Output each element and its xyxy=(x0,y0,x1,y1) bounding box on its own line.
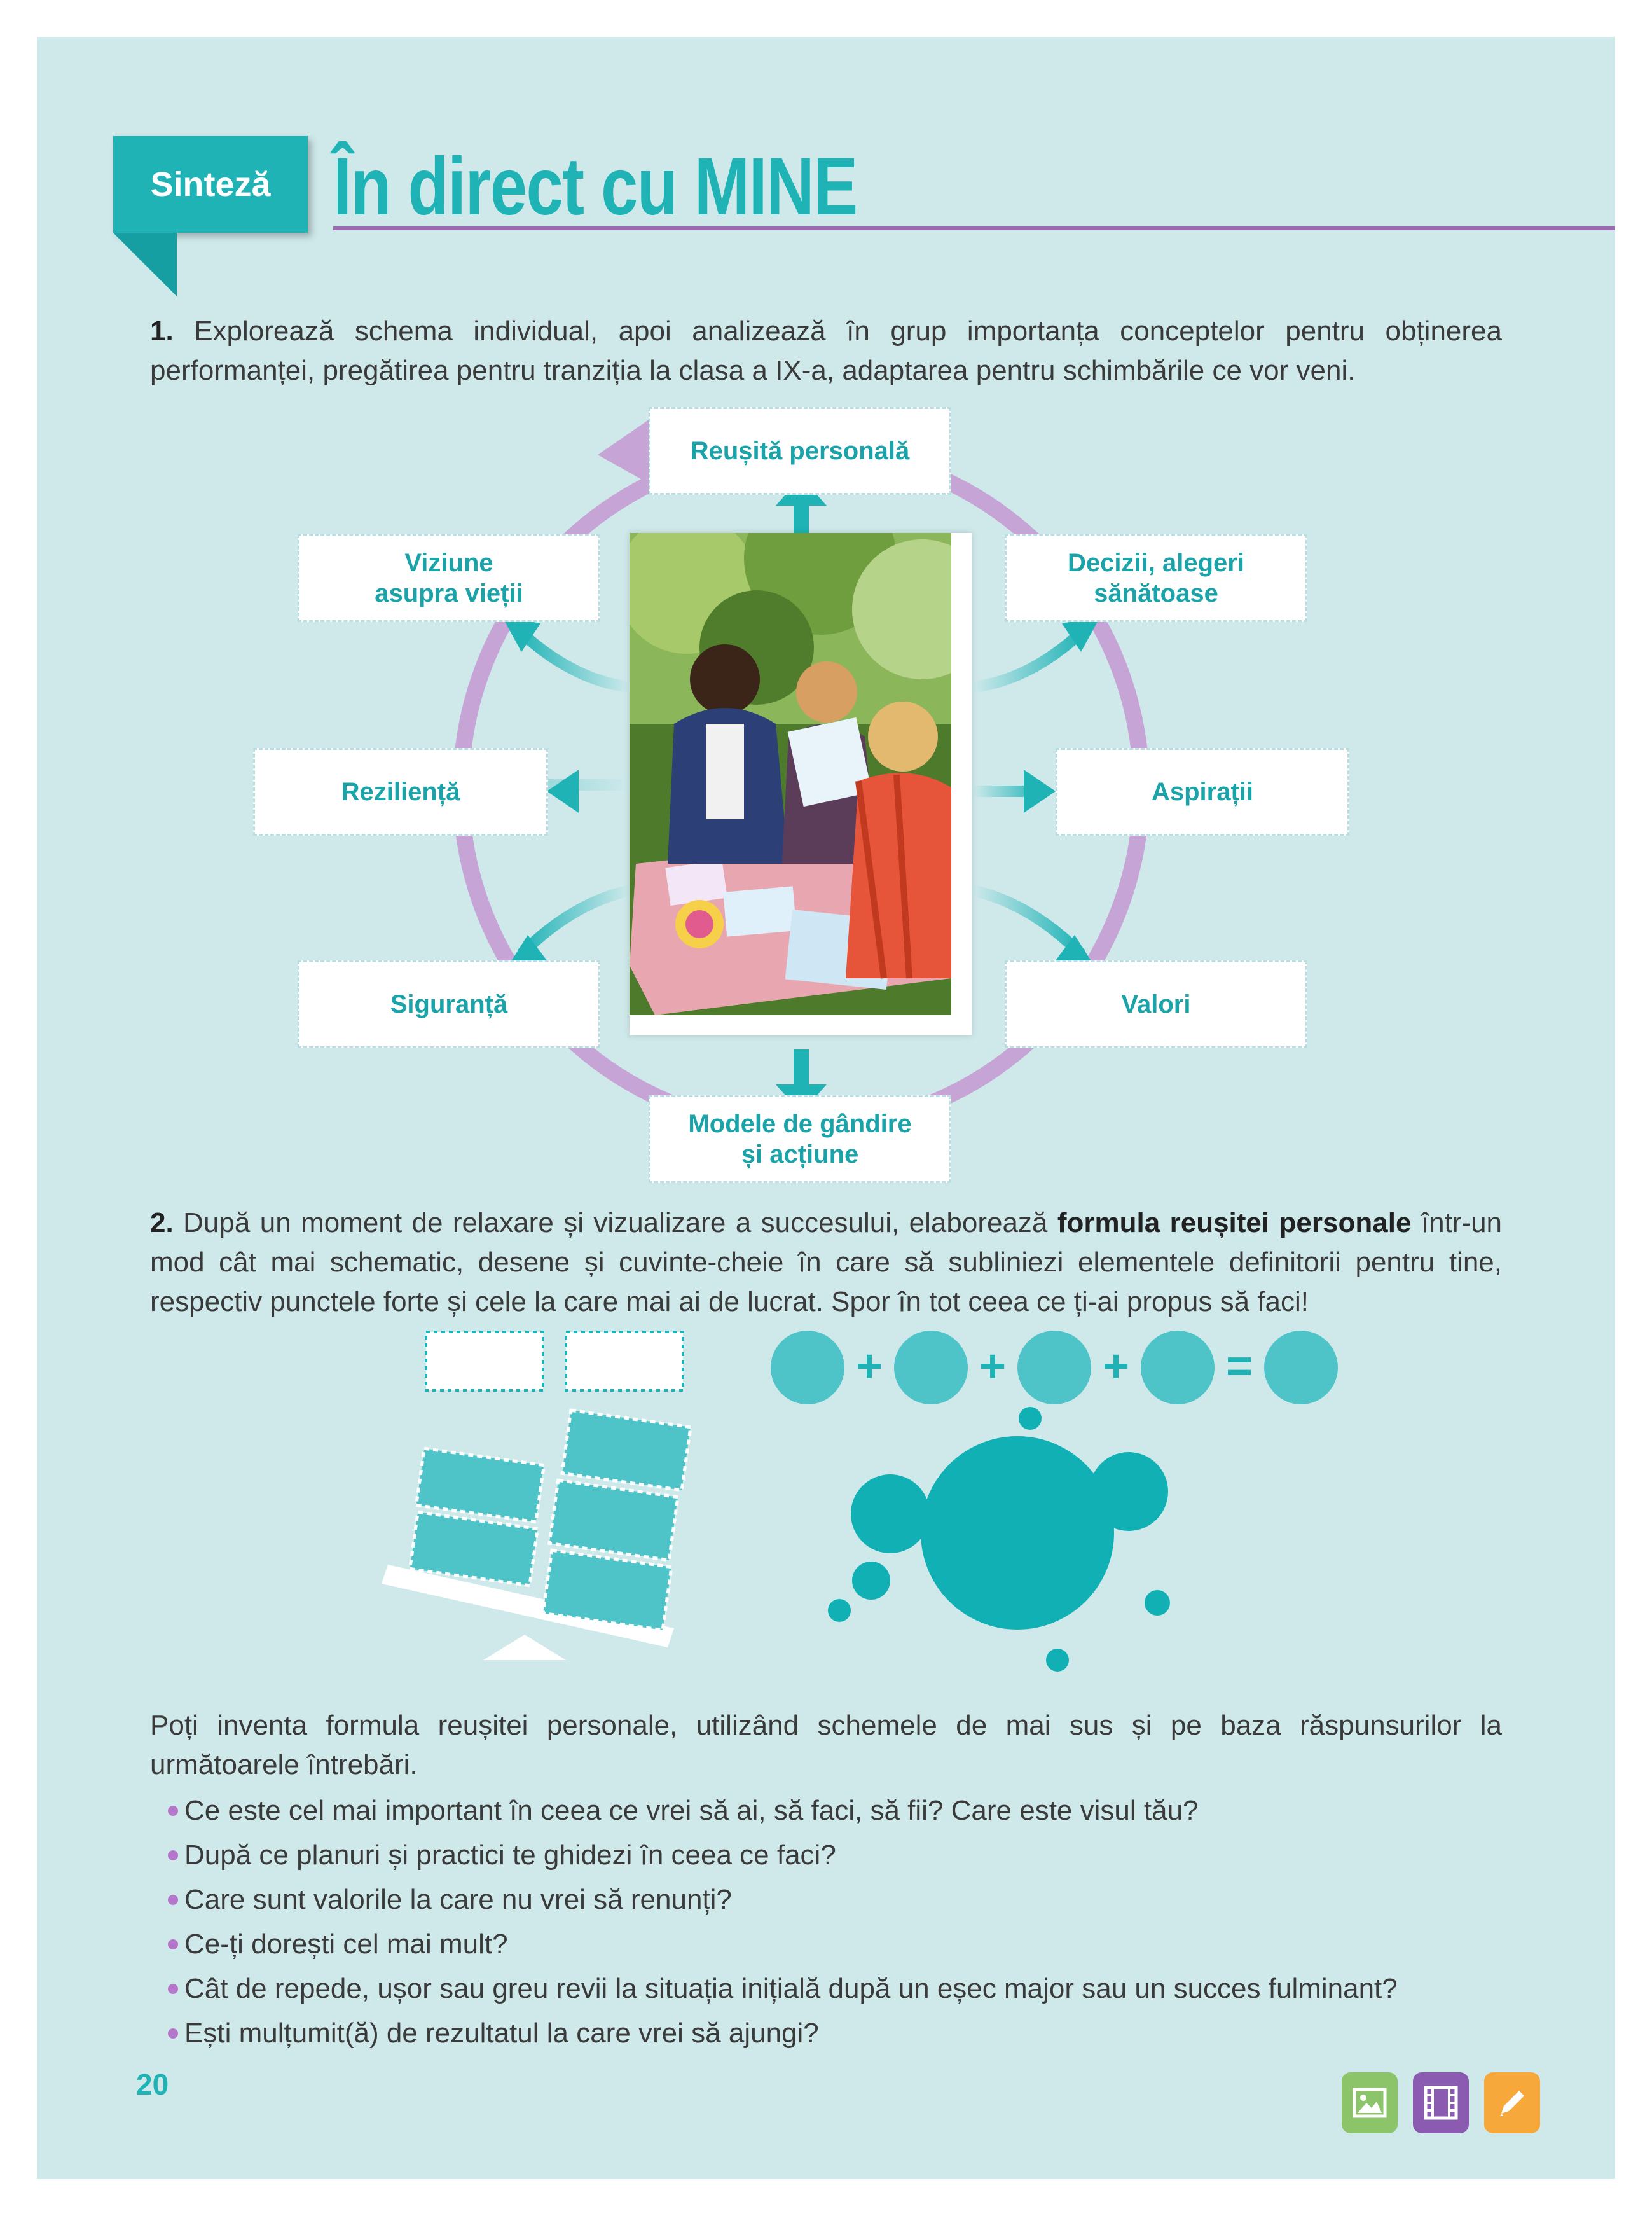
diagram-label-top-left-2: asupra vieții xyxy=(375,579,523,607)
diagram-label-bottom-2: și acțiune xyxy=(741,1140,859,1168)
diagram-label-bottom-1: Modele de gândire xyxy=(688,1110,912,1138)
list-item: Ce-ți dorești cel mai mult? xyxy=(168,1922,1398,1967)
diagram-label-top-right-1: Decizii, alegeri xyxy=(1068,549,1244,577)
image-icon[interactable] xyxy=(1342,2072,1398,2133)
equals-sign: = xyxy=(1226,1341,1253,1392)
bullet-dot xyxy=(168,1939,178,1949)
list-item: Care sunt valorile la care nu vrei să re… xyxy=(168,1878,1398,1922)
question-text: Care sunt valorile la care nu vrei să re… xyxy=(184,1884,732,1915)
intro-text: Poți inventa formula reușitei personale,… xyxy=(150,1710,1502,1780)
list-item: Ce este cel mai important în ceea ce vre… xyxy=(168,1789,1398,1833)
students-photo-illustration xyxy=(630,533,951,1015)
diagram-box-mid-right: Aspirații xyxy=(1056,748,1349,836)
title-underline xyxy=(333,226,1615,230)
plus-sign-2: + xyxy=(979,1341,1006,1392)
exercise-1-text: Explorează schema individual, apoi anali… xyxy=(150,315,1502,386)
formula-blank-box-2 xyxy=(565,1331,684,1392)
film-icon[interactable] xyxy=(1413,2072,1469,2133)
diagram-box-top: Reușită personală xyxy=(649,407,951,495)
question-text: Ce-ți dorești cel mai mult? xyxy=(184,1929,508,1960)
list-item: Cât de repede, ușor sau greu revii la si… xyxy=(168,1967,1398,2011)
diagram-box-bottom-right: Valori xyxy=(1005,960,1307,1048)
ring-arrowhead xyxy=(598,420,649,483)
diagram-label-bottom-left: Siguranță xyxy=(390,990,508,1018)
exercise-2: 2. După un moment de relaxare și vizuali… xyxy=(150,1203,1502,1322)
film-icon-glyph xyxy=(1424,2086,1458,2120)
exercise-2-text-after: într-un mod cât mai schematic, desene și… xyxy=(150,1207,1503,1317)
exercise-1-number: 1. xyxy=(150,315,174,347)
question-text: Cât de repede, ușor sau greu revii la si… xyxy=(184,1973,1398,2004)
plus-sign-3: + xyxy=(1103,1341,1129,1392)
questions-list: Ce este cel mai important în ceea ce vre… xyxy=(168,1789,1398,2056)
plus-sign-1: + xyxy=(856,1341,883,1392)
question-text: După ce planuri și practici te ghidezi î… xyxy=(184,1839,836,1871)
pencil-icon-glyph xyxy=(1500,2091,1524,2116)
students-photo xyxy=(630,533,972,1035)
page-title: În direct cu MINE xyxy=(333,141,858,232)
bullet-dot xyxy=(168,1895,178,1905)
exercise-2-text-bold: formula reușitei personale xyxy=(1057,1207,1412,1238)
diagram-label-mid-left: Reziliență xyxy=(341,778,460,806)
diagram-label-top-right-2: sănătoase xyxy=(1094,579,1218,607)
concept-diagram: Reușită personală Viziune asupra vieții … xyxy=(242,401,1361,1189)
diagram-label-mid-right: Aspirații xyxy=(1151,778,1254,806)
section-tab-tail xyxy=(113,233,177,296)
question-text: Ești mulțumit(ă) de rezultatul la care v… xyxy=(184,2018,819,2049)
bullet-dot xyxy=(168,1806,178,1816)
exercise-2-number: 2. xyxy=(150,1207,174,1238)
bullet-dot xyxy=(168,1850,178,1860)
formula-illustration: + + + = xyxy=(382,1331,1338,1672)
exercise-2-text-before: După un moment de relaxare și vizualizar… xyxy=(183,1207,1048,1238)
bubble-cluster xyxy=(828,1407,1170,1672)
diagram-box-bottom-left: Siguranță xyxy=(298,960,600,1048)
formula-shapes: + + + = xyxy=(369,1317,1361,1698)
diagram-box-top-right: Decizii, alegeri sănătoase xyxy=(1005,534,1307,622)
question-text: Ce este cel mai important în ceea ce vre… xyxy=(184,1795,1199,1826)
diagram-label-top-left-1: Viziune xyxy=(404,549,493,577)
page-number: 20 xyxy=(136,2068,169,2101)
list-item: După ce planuri și practici te ghidezi î… xyxy=(168,1833,1398,1878)
section-tab-label: Sinteză xyxy=(150,165,271,204)
bullet-dot xyxy=(168,1984,178,1994)
pencil-icon[interactable] xyxy=(1484,2072,1540,2133)
diagram-box-mid-left: Reziliență xyxy=(253,748,548,836)
formula-blank-box-1 xyxy=(425,1331,544,1392)
seesaw-illustration xyxy=(382,1408,692,1660)
diagram-label-top: Reușită personală xyxy=(690,437,910,465)
exercise-1: 1. Explorează schema individual, apoi an… xyxy=(150,312,1502,391)
diagram-box-bottom: Modele de gândire și acțiune xyxy=(649,1095,951,1183)
circle-equation xyxy=(771,1331,1338,1404)
section-tab: Sinteză xyxy=(113,136,308,233)
bullet-dot xyxy=(168,2028,178,2039)
diagram-box-top-left: Viziune asupra vieții xyxy=(298,534,600,622)
image-icon-glyph xyxy=(1353,2088,1387,2118)
list-item: Ești mulțumit(ă) de rezultatul la care v… xyxy=(168,2011,1398,2056)
diagram-label-bottom-right: Valori xyxy=(1121,990,1191,1018)
